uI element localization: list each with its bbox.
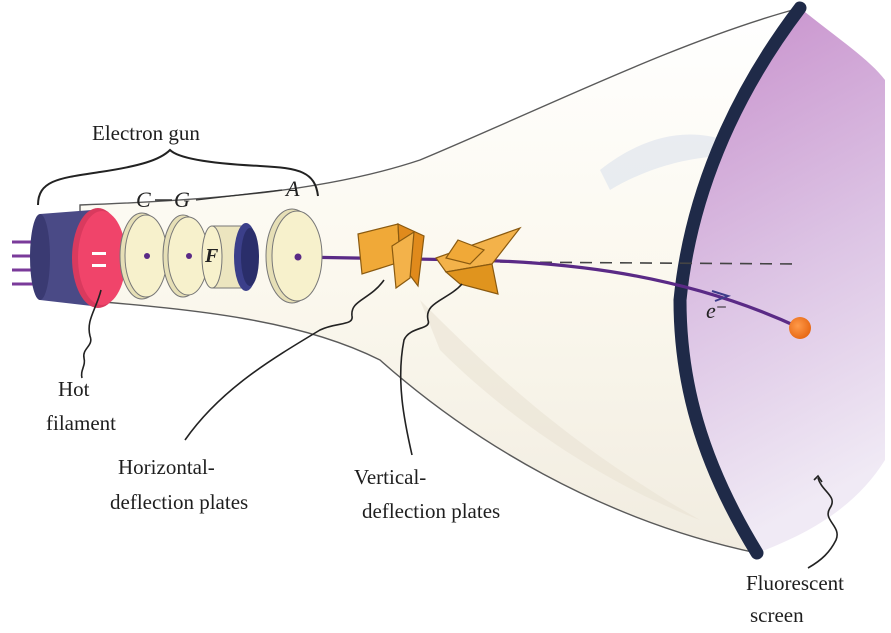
impact-spot <box>789 317 811 339</box>
label-c: C <box>136 187 151 212</box>
electron-gun-label: Electron gun <box>92 121 200 145</box>
electrode-a <box>266 209 322 303</box>
hot-filament-label-line2: filament <box>46 411 116 435</box>
hot-filament <box>72 208 126 308</box>
fluorescent-screen-label-line1: Fluorescent <box>746 571 844 595</box>
electron-label: e⁻ <box>706 298 727 323</box>
label-g: G <box>174 187 190 212</box>
label-a: A <box>284 176 300 201</box>
horizontal-plates-label-line2: deflection plates <box>110 490 248 514</box>
electrode-c <box>120 213 167 299</box>
horizontal-plates-label-line1: Horizontal- <box>118 455 215 479</box>
vertical-plates-label-line1: Vertical- <box>354 465 426 489</box>
fluorescent-screen-label-line2: screen <box>750 603 804 627</box>
electrode-g <box>163 215 208 297</box>
vertical-plates-label-line2: deflection plates <box>362 499 500 523</box>
label-f: F <box>204 245 219 267</box>
hot-filament-label-line1: Hot <box>58 377 90 401</box>
